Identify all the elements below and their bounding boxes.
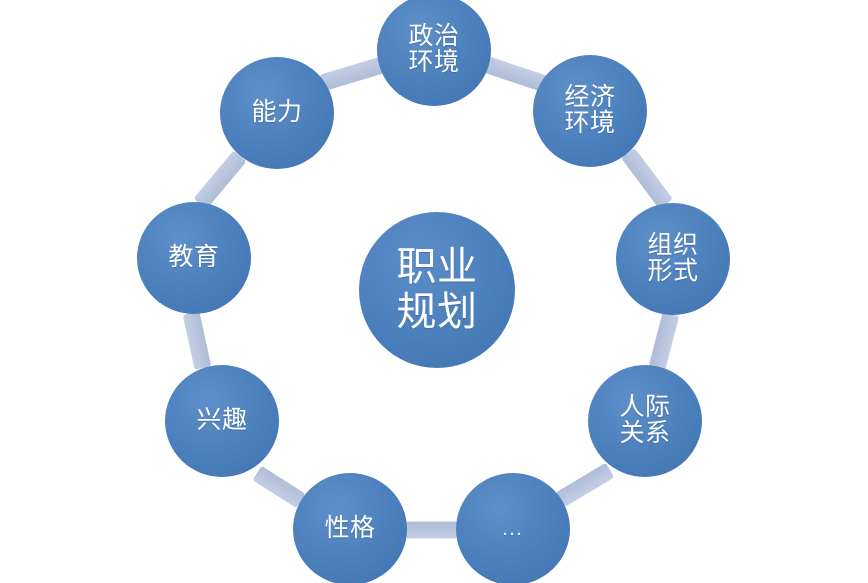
connectors-group [183,54,679,539]
node-education[interactable] [137,202,251,314]
node-career-planning[interactable] [359,212,515,368]
connector-education-ability [194,151,246,209]
connector-interest-education [183,311,211,370]
node-interpersonal-relations[interactable] [588,365,702,477]
connector-personality-interest [253,466,305,508]
node-political-environment[interactable] [377,0,491,106]
node-organizational-form[interactable] [616,203,730,315]
node-personality[interactable] [293,473,407,583]
nodes-group [137,0,730,583]
connector-political-economic [477,54,553,94]
connector-organizational-interpersonal [649,312,679,370]
connector-interpersonal-etcetera [556,463,614,507]
connector-ability-political [320,54,394,91]
node-economic-environment[interactable] [533,55,647,167]
center-node-group [359,212,515,368]
node-etcetera[interactable] [456,473,570,583]
node-interest[interactable] [165,365,279,477]
connector-economic-organizational [622,149,672,208]
connector-etcetera-personality [405,521,458,539]
node-ability[interactable] [220,57,334,169]
